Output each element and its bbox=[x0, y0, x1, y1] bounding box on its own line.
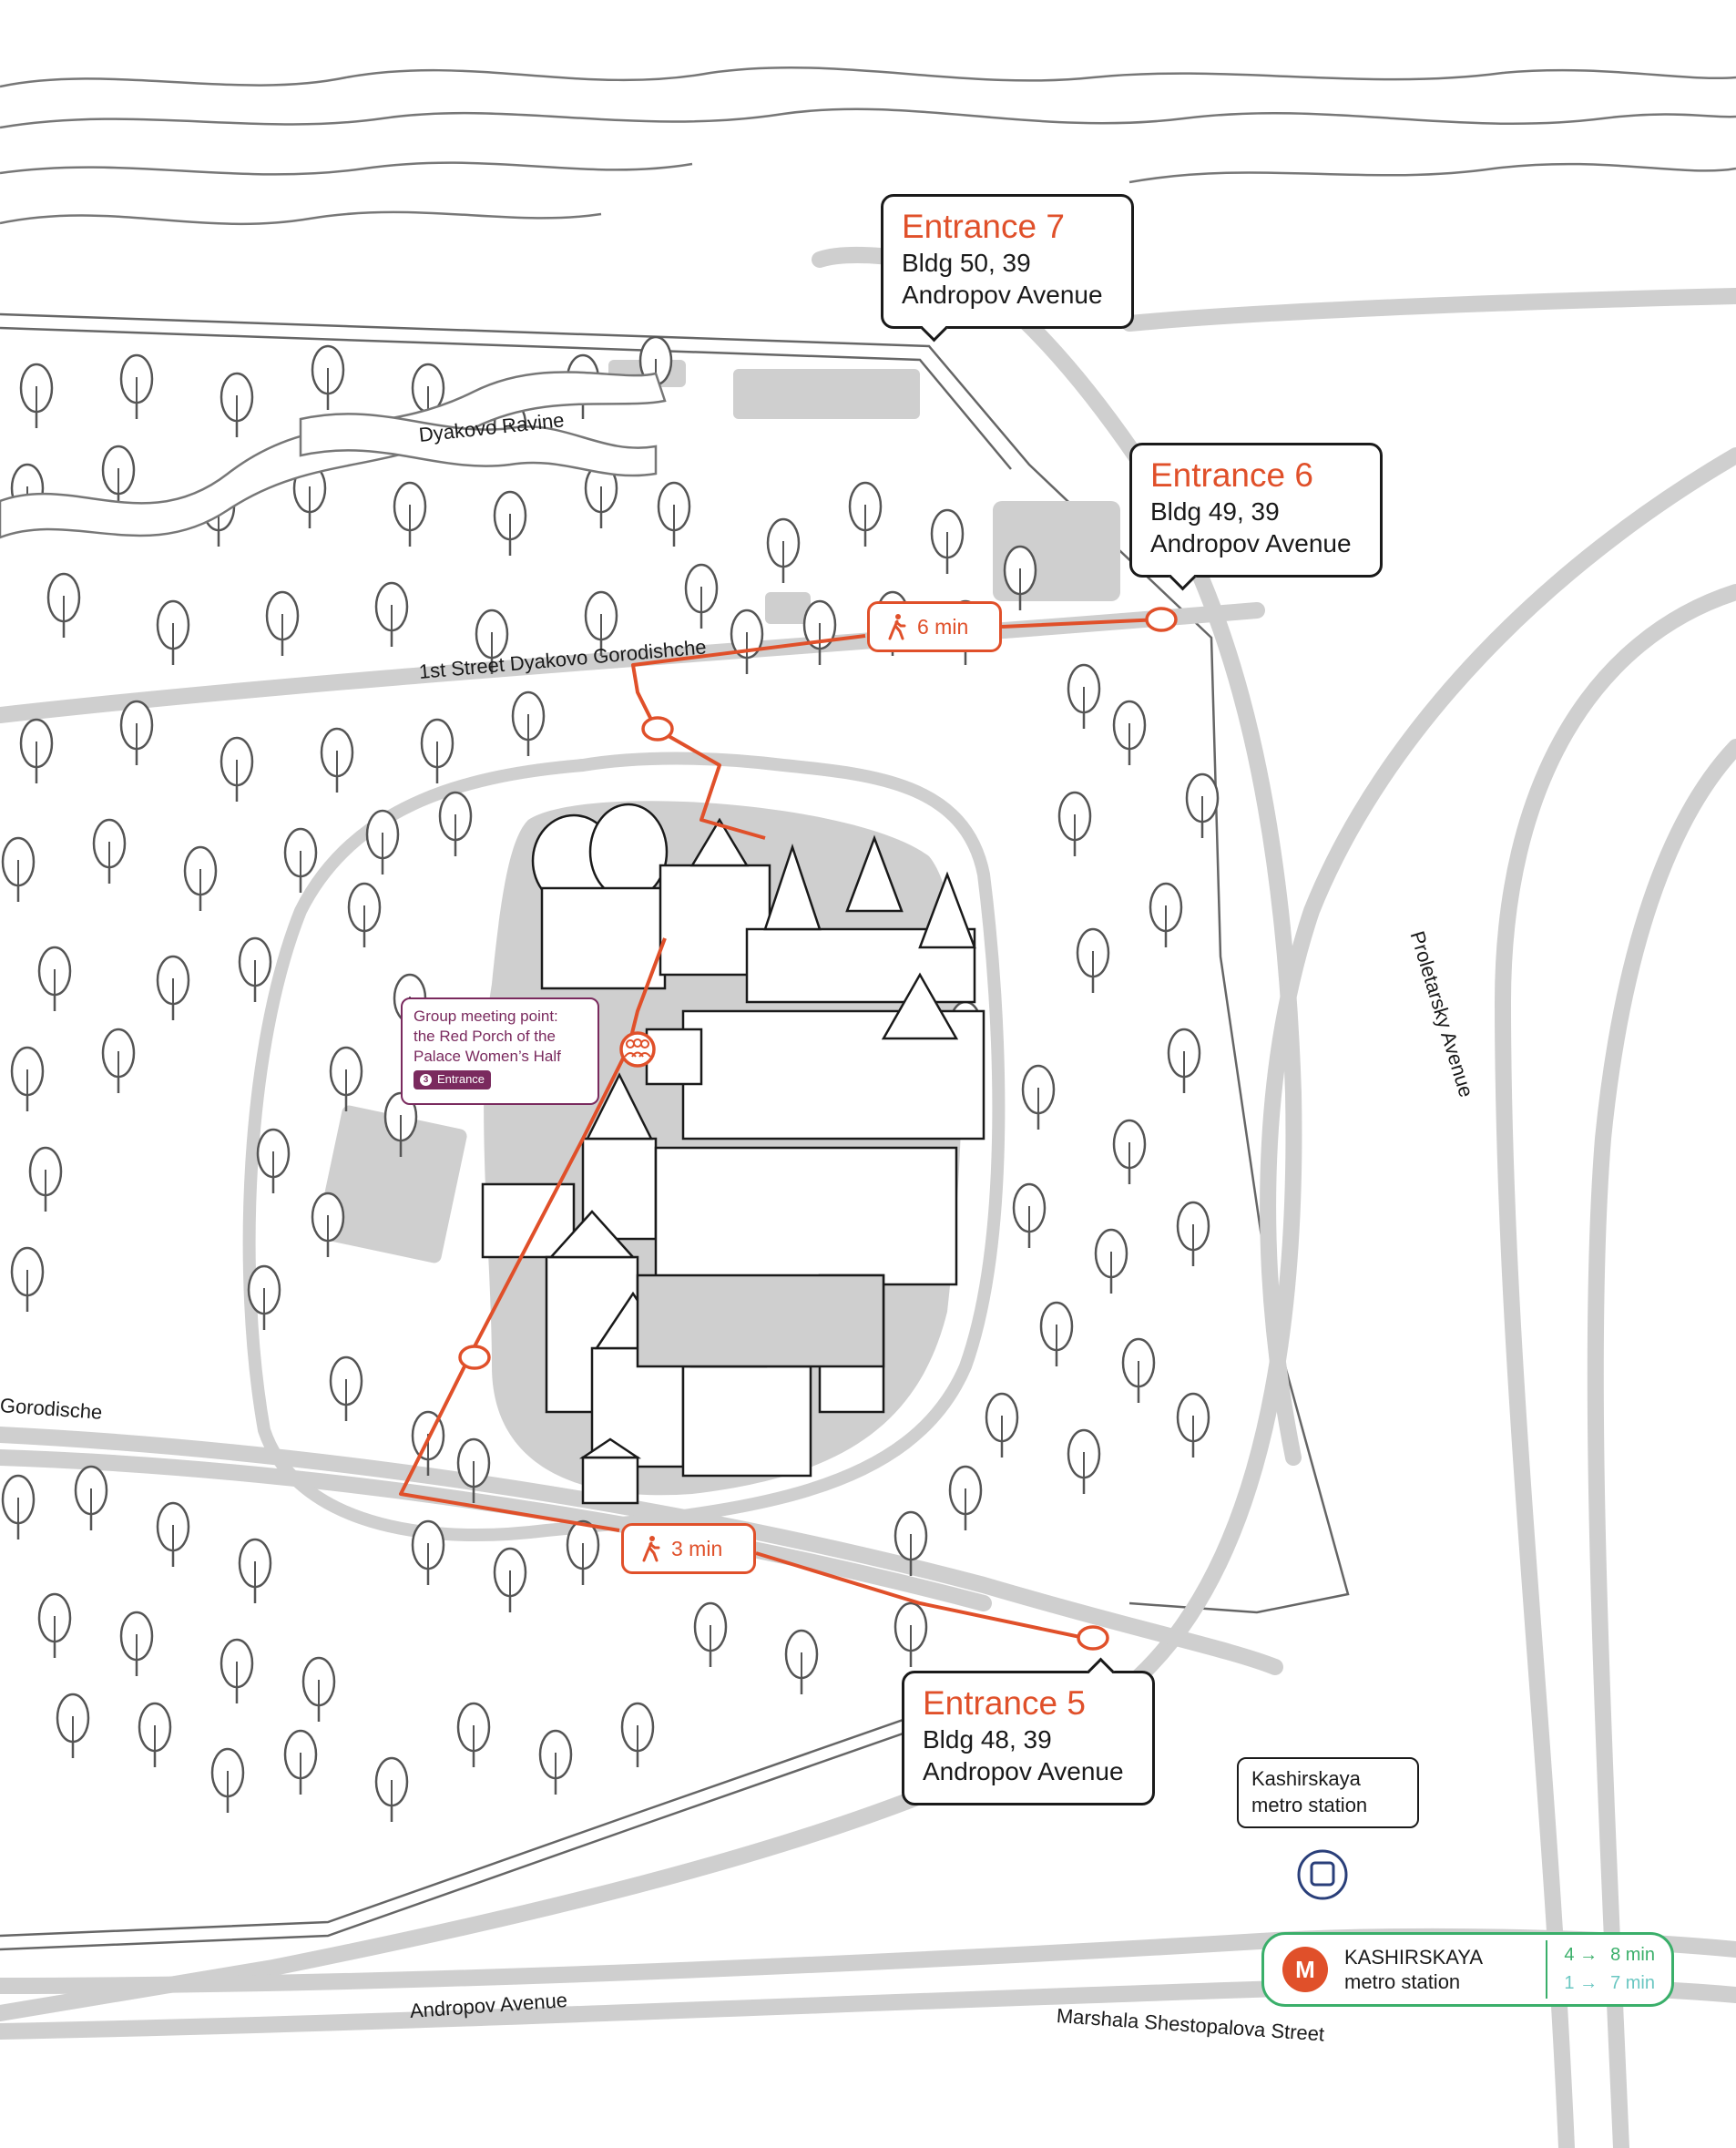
hill-lines bbox=[0, 66, 1736, 226]
entrance-6-title: Entrance 6 bbox=[1150, 456, 1313, 494]
metro-logo-icon: M bbox=[1282, 1947, 1328, 1992]
parking-lots bbox=[316, 360, 1120, 1263]
metro-line1-time: 7 min bbox=[1610, 1973, 1655, 1993]
group-icon bbox=[624, 1038, 651, 1058]
ravine bbox=[0, 371, 667, 539]
entrance-6-card[interactable]: Entrance 6 Bldg 49, 39 Andropov Avenue bbox=[1129, 443, 1383, 591]
walk-time-text: 6 min bbox=[917, 614, 969, 639]
entrance-6-line2: Andropov Avenue bbox=[1150, 528, 1352, 557]
meeting-line1: Group meeting point: bbox=[414, 1008, 558, 1025]
walk-time-6-min: 6 min bbox=[867, 601, 1002, 652]
bus-icon bbox=[1297, 1849, 1348, 1900]
entrance-5-line2: Andropov Avenue bbox=[923, 1756, 1124, 1785]
walk-time-text: 3 min bbox=[671, 1536, 723, 1560]
meeting-line2: the Red Porch of the bbox=[414, 1028, 556, 1046]
walking-person-icon bbox=[642, 1536, 660, 1562]
metro-station-card[interactable]: M KASHIRSKAYA metro station 4 → 8 min 1 →… bbox=[1261, 1932, 1674, 2007]
entrance-5-title: Entrance 5 bbox=[923, 1684, 1086, 1722]
metro-divider bbox=[1546, 1940, 1548, 1999]
entrance-7-line2: Andropov Avenue bbox=[902, 280, 1103, 309]
entrance-7-line1: Bldg 50, 39 bbox=[902, 248, 1031, 277]
entrance-badge-text: Entrance bbox=[437, 1072, 485, 1087]
entrance-badge: 3 Entrance bbox=[414, 1070, 492, 1090]
kashirskaya-bus-stop-card[interactable]: Kashirskaya metro station bbox=[1237, 1757, 1419, 1828]
walking-route bbox=[399, 618, 1162, 1642]
walk-time-3-min: 3 min bbox=[621, 1523, 756, 1574]
entrance-7-card[interactable]: Entrance 7 Bldg 50, 39 Andropov Avenue bbox=[881, 194, 1134, 343]
entrance-7-title: Entrance 7 bbox=[902, 208, 1065, 245]
metro-sub: metro station bbox=[1344, 1970, 1461, 1993]
walking-person-icon bbox=[888, 614, 906, 640]
group-meeting-point-card[interactable]: Group meeting point: the Red Porch of th… bbox=[401, 997, 599, 1105]
entrance-5-line1: Bldg 48, 39 bbox=[923, 1724, 1052, 1754]
meeting-line3: Palace Women’s Half bbox=[414, 1048, 561, 1066]
metro-name: KASHIRSKAYA bbox=[1344, 1945, 1484, 1969]
kash-line2: metro station bbox=[1251, 1793, 1368, 1816]
metro-line4-time: 8 min bbox=[1610, 1945, 1655, 1965]
metro-line4-label: 4 → bbox=[1564, 1945, 1598, 1965]
palace-complex bbox=[481, 803, 985, 1505]
ring-path bbox=[242, 752, 1006, 1541]
metro-line1-label: 1 → bbox=[1564, 1973, 1598, 1993]
entrance-badge-number: 3 bbox=[420, 1074, 432, 1087]
fence bbox=[0, 312, 1350, 1951]
kash-line1: Kashirskaya bbox=[1251, 1767, 1361, 1790]
entrance-6-line1: Bldg 49, 39 bbox=[1150, 496, 1280, 526]
entrance-5-card[interactable]: Entrance 5 Bldg 48, 39 Andropov Avenue bbox=[902, 1657, 1155, 1805]
